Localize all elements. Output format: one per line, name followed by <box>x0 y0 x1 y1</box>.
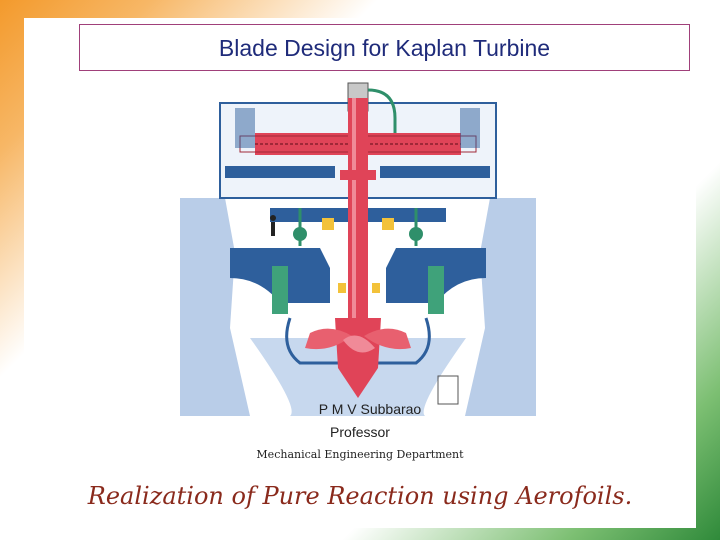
title-box: Blade Design for Kaplan Turbine <box>79 24 690 71</box>
slide-title: Blade Design for Kaplan Turbine <box>218 35 551 61</box>
author-role: Professor <box>330 424 390 440</box>
kaplan-turbine-illustration <box>180 78 536 416</box>
author-name: P M V Subbarao <box>318 401 422 417</box>
department-name: Mechanical Engineering Department <box>256 448 464 461</box>
runner-blade-front <box>343 335 375 353</box>
slide-tagline: Realization of Pure Reaction using Aerof… <box>87 482 633 510</box>
runner-blade-right <box>364 328 411 350</box>
runner-blade-left <box>305 328 352 350</box>
turbine-shaft <box>348 98 368 328</box>
